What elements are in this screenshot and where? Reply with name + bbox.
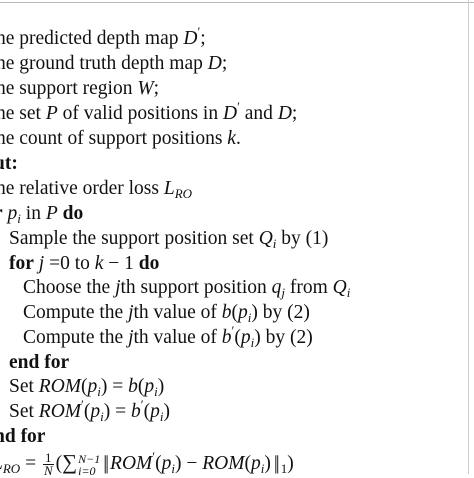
input-line-ground-truth: he ground truth depth map D; bbox=[0, 53, 228, 74]
input-line-valid-positions: he set P of valid positions in D′ and D; bbox=[0, 99, 298, 124]
right-rule bbox=[468, 0, 469, 474]
input-line-support-count: he count of support positions k. bbox=[0, 128, 241, 149]
compute-b-line: Compute the jth value of b(pi) by (2) bbox=[23, 302, 310, 325]
set-rom-prime-line: Set ROM′(pi) = b′(pi) bbox=[9, 397, 170, 424]
input-line-predicted-depth: he predicted depth map D′; bbox=[0, 24, 206, 49]
output-label: ut: bbox=[0, 153, 18, 174]
end-for-outer: nd for bbox=[0, 426, 46, 447]
choose-line: Choose the jth support position qj from … bbox=[23, 277, 351, 300]
sample-line: Sample the support position set Qi by (1… bbox=[9, 228, 329, 251]
end-for-inner: end for bbox=[9, 352, 70, 373]
result-equation: LRO = 1N(∑N−1i=0||ROM′(pi) − ROM(pi)||1) bbox=[0, 449, 294, 478]
for-inner-line: for j =0 to k − 1 do bbox=[9, 253, 160, 274]
sum-symbol: ∑ bbox=[62, 450, 78, 474]
for-outer-line: r pi in P do bbox=[0, 203, 84, 226]
set-rom-line: Set ROM(pi) = b(pi) bbox=[9, 376, 165, 399]
input-line-support-region: he support region W; bbox=[0, 78, 160, 99]
top-rule bbox=[0, 2, 474, 3]
compute-b-prime-line: Compute the jth value of b′(pi) by (2) bbox=[23, 323, 313, 350]
output-line-loss: he relative order loss LRO bbox=[0, 178, 193, 201]
